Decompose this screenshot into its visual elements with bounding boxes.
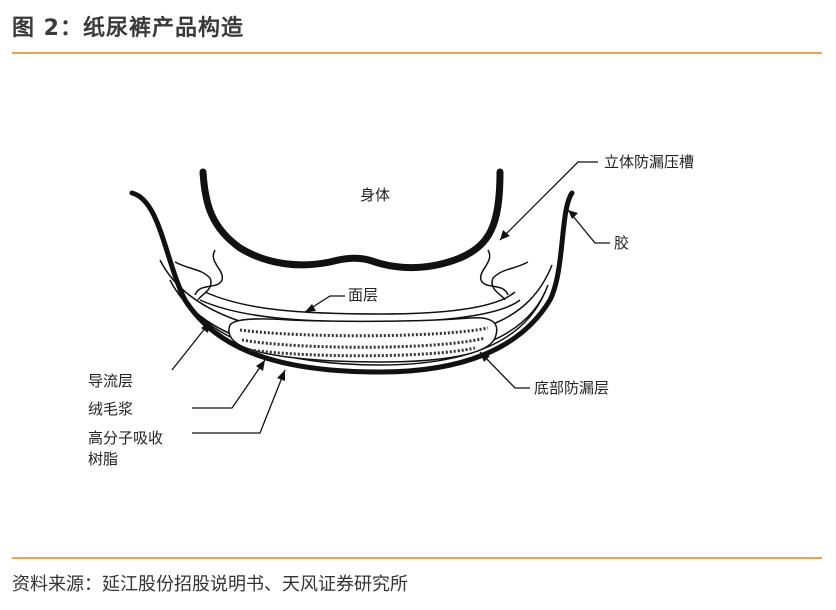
label-sap-line2: 树脂	[88, 450, 118, 468]
arrow-acquisition	[201, 322, 210, 333]
arrow-fluff	[256, 360, 265, 371]
bottom-divider	[12, 557, 822, 559]
layer-line-2	[177, 289, 546, 366]
label-body: 身体	[360, 186, 390, 204]
body-outline	[199, 168, 504, 272]
label-back-sheet: 底部防漏层	[534, 379, 609, 397]
leader-standing-cuff	[499, 161, 598, 241]
label-top-sheet: 面层	[348, 286, 378, 304]
arrow-back-sheet	[480, 352, 490, 362]
leader-acquisition	[171, 321, 211, 371]
label-fluff-pulp: 绒毛浆	[88, 400, 133, 418]
label-elastic: 胶	[614, 234, 629, 252]
core-pattern-2	[241, 336, 486, 349]
arrow-standing-cuff	[500, 230, 510, 240]
left-cuff	[174, 249, 224, 301]
leader-elastic	[567, 209, 610, 244]
source-note: 资料来源：延江股份招股说明书、天风证券研究所	[12, 574, 408, 595]
top-divider	[12, 52, 822, 54]
figure-title: 图 2：纸尿裤产品构造	[12, 16, 244, 41]
arrow-elastic	[568, 210, 578, 219]
leader-back-sheet	[479, 351, 530, 389]
outer-shell	[129, 190, 575, 375]
core-pattern-3	[249, 346, 476, 358]
label-acquisition-layer: 导流层	[88, 372, 133, 390]
leader-fluff	[192, 359, 266, 409]
arrow-top-sheet	[305, 304, 316, 312]
arrow-sap	[277, 370, 285, 381]
top-sheet-line-2	[204, 291, 516, 315]
label-sap-line1: 高分子吸收	[88, 429, 163, 447]
leader-sap	[192, 369, 286, 434]
core-pattern-1	[239, 326, 489, 338]
label-standing-cuff: 立体防漏压槽	[604, 153, 694, 171]
right-cuff	[479, 249, 529, 301]
absorbent-core	[228, 317, 498, 363]
